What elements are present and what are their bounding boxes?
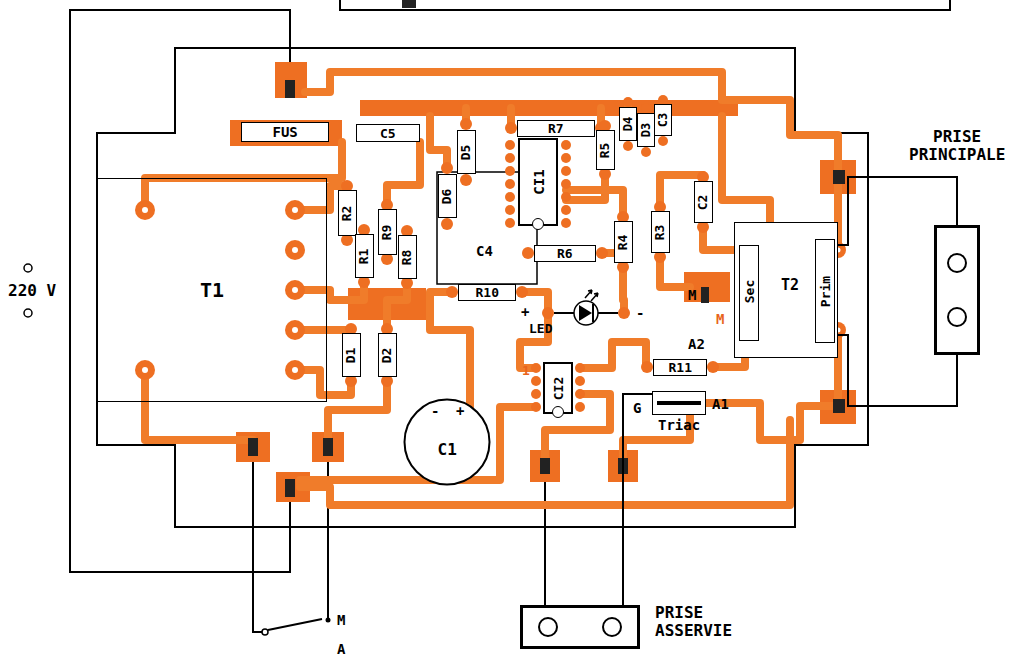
part-label: R6 (557, 247, 573, 260)
ic-notch (532, 218, 544, 230)
ic-chip: CI1 (518, 138, 558, 226)
pad-name: M (716, 312, 724, 326)
polarity-mark: + (456, 404, 464, 418)
resistor-body: R5 (596, 130, 615, 170)
resistor-body: R7 (517, 120, 595, 137)
resistor-body: R11 (653, 359, 707, 376)
socket-outlet: PRISE ASSERVIE (520, 605, 640, 649)
part-label: D2 (380, 347, 393, 363)
capacitor-outline (405, 400, 490, 485)
socket-hole (539, 618, 557, 636)
switch-position: M (337, 613, 345, 627)
socket-outlet: PRISE PRINCIPALE (934, 225, 980, 355)
part-label: D6 (440, 188, 453, 204)
pad-name: M (688, 288, 696, 302)
part-label: D4 (622, 117, 634, 131)
part-label: PRISE ASSERVIE (655, 604, 732, 641)
part-label: C3 (657, 113, 669, 127)
socket-hole (948, 254, 966, 272)
resistor-body: R2 (338, 190, 357, 236)
diode-body: D5 (457, 130, 476, 174)
part-label: C2 (696, 194, 709, 210)
part-label: C5 (380, 127, 396, 140)
part-label: C1 (438, 442, 457, 458)
fuse-body: FUS (241, 122, 329, 142)
diode-body: D1 (342, 333, 361, 377)
pin-name: A1 (712, 397, 729, 411)
part-label: R4 (616, 234, 629, 250)
part-label: Sec (743, 279, 756, 302)
part-label: R8 (400, 249, 413, 265)
resistor-body: R4 (614, 221, 633, 263)
resistor-body: R1 (355, 234, 374, 278)
part-label: PRISE PRINCIPALE (909, 128, 1005, 165)
capacitor-body: C5 (356, 124, 420, 142)
part-label: R11 (669, 361, 692, 374)
part-label: R9 (380, 224, 393, 240)
part-label: FUS (273, 125, 298, 139)
part-label: R2 (340, 205, 353, 221)
transformer-outline: Sec T2 Prim (734, 222, 838, 358)
socket-hole (603, 618, 621, 636)
diode-body: D2 (378, 333, 397, 377)
part-label: R10 (476, 286, 499, 299)
part-label: R3 (653, 224, 666, 240)
part-label: D3 (640, 123, 652, 137)
part-label: CI1 (531, 169, 545, 194)
part-label: D1 (344, 347, 357, 363)
part-label: D5 (459, 144, 472, 160)
transformer-outline: T1 (97, 178, 327, 402)
polarity-mark: - (636, 306, 644, 320)
diode-body: D6 (438, 174, 457, 218)
pin-name: A2 (688, 337, 705, 351)
part-label: CI2 (552, 376, 565, 399)
part-label: R1 (357, 248, 370, 264)
part-label: Triac (658, 418, 700, 432)
triac-tab (657, 401, 701, 405)
resistor-body: R6 (534, 245, 596, 262)
capacitor-body: C3 (654, 104, 672, 136)
ic-chip: CI2 (543, 362, 573, 414)
part-label: T1 (200, 280, 224, 300)
resistor-body: R9 (378, 209, 397, 255)
triac-body: Triac (652, 391, 706, 415)
socket-hole (523, 608, 637, 646)
diode-body: D3 (637, 113, 655, 147)
resistor-body: R10 (458, 284, 516, 301)
polarity-mark: + (521, 305, 529, 319)
voltage-label: 220 V (8, 283, 56, 299)
pin-name: G (633, 401, 641, 415)
part-name: LED (529, 322, 552, 335)
diode-body: D4 (619, 107, 637, 141)
part-label: T2 (781, 278, 799, 293)
polarity-mark: - (431, 404, 439, 418)
part-label: R5 (598, 142, 611, 158)
ic-notch (552, 406, 564, 418)
capacitor-body: C2 (694, 181, 713, 223)
part-name: C4 (476, 244, 493, 258)
electrolytic-capacitor: C1 (403, 398, 491, 486)
part-label: Prim (819, 275, 832, 306)
resistor-body: R3 (651, 211, 670, 253)
pin-number: 1 (522, 364, 530, 377)
resistor-body: R8 (398, 235, 417, 279)
switch-position: A (337, 642, 345, 656)
led-symbol (554, 290, 618, 325)
socket-hole (948, 308, 966, 326)
wire (623, 394, 652, 605)
socket-hole (937, 228, 977, 352)
part-label: R7 (548, 122, 564, 135)
